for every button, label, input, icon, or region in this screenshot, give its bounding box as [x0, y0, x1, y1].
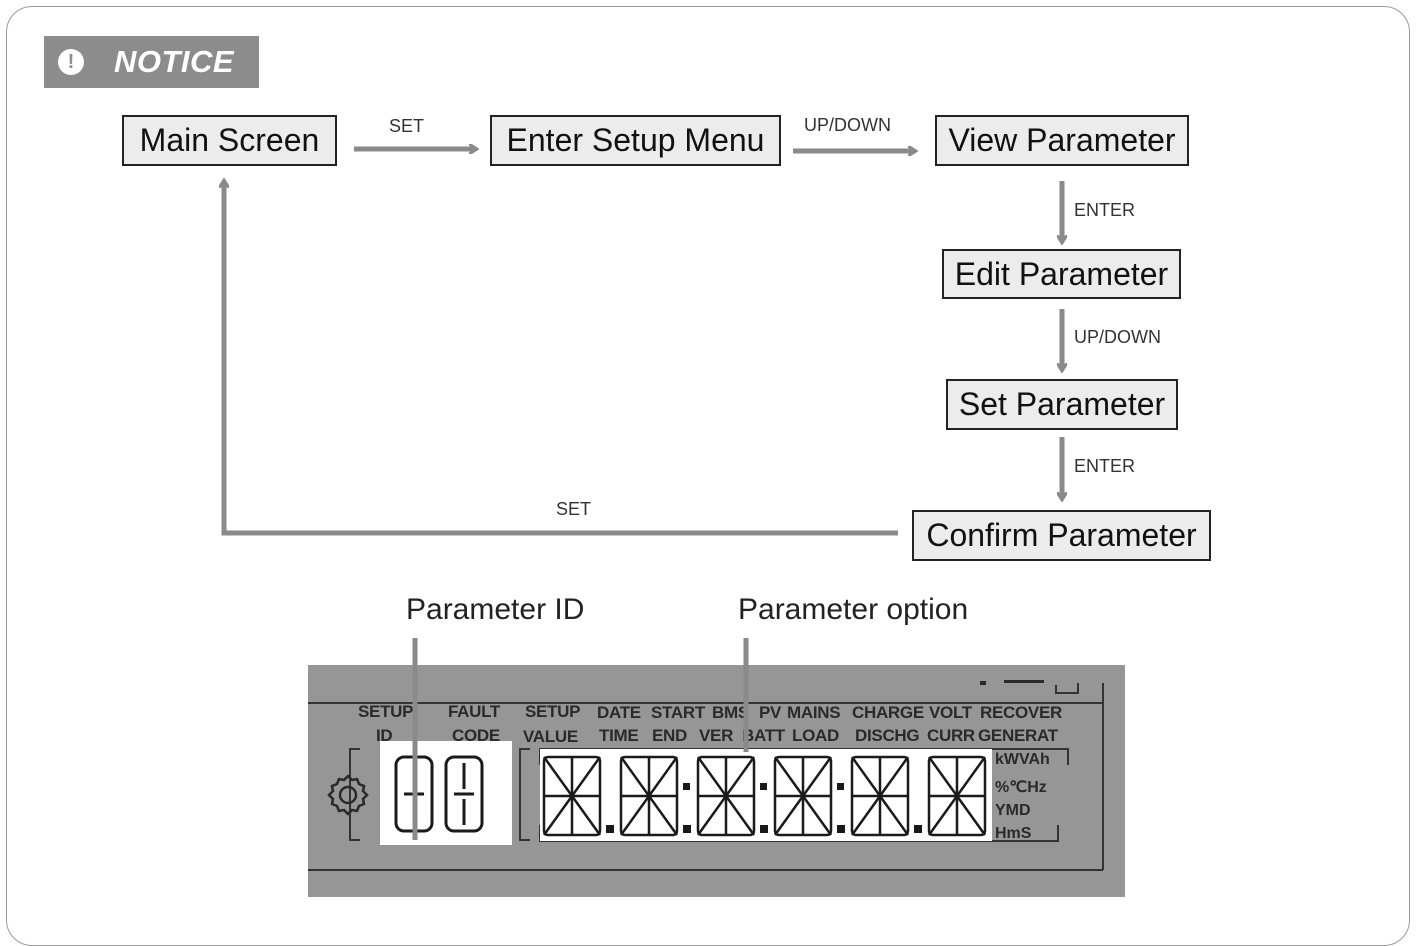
edge-label-enter-2: ENTER	[1074, 456, 1136, 476]
lcd-label: DISCHG	[855, 726, 920, 745]
lcd-label: CHARGE	[852, 703, 924, 722]
lcd-label: VALUE	[523, 727, 578, 746]
edge-label-updown: UP/DOWN	[804, 115, 891, 135]
lcd-label: RECOVER	[980, 703, 1062, 722]
lcd-label: SETUP	[358, 702, 414, 721]
lcd-label: ID	[376, 726, 393, 745]
edit-parameter-box: Edit Parameter	[942, 249, 1181, 299]
lcd-label: PV	[759, 703, 782, 722]
lcd-label: CODE	[452, 726, 500, 745]
edge-label-updown-2: UP/DOWN	[1074, 327, 1161, 347]
notice-banner: ! NOTICE	[44, 36, 259, 88]
confirm-parameter-box: Confirm Parameter	[912, 510, 1211, 561]
lcd-unit: %℃Hz	[995, 779, 1047, 796]
enter-setup-menu-box: Enter Setup Menu	[490, 115, 781, 166]
lcd-unit: kWVAh	[995, 751, 1050, 768]
lcd-label: BMS	[712, 703, 749, 722]
lcd-label: VOLT	[929, 703, 972, 722]
lcd-label: BATT	[742, 726, 785, 745]
lcd-label: LOAD	[792, 726, 839, 745]
lcd-label: GENERAT	[978, 726, 1058, 745]
callout-parameter-id: Parameter ID	[406, 593, 585, 626]
lcd-label: START	[651, 703, 705, 722]
lcd-label: END	[652, 726, 687, 745]
lcd-label: TIME	[599, 726, 639, 745]
edge-label-set: SET	[389, 116, 425, 136]
lcd-top-marks	[980, 680, 1044, 685]
lcd-unit: HmS	[995, 825, 1032, 842]
lcd-unit: YMD	[995, 802, 1031, 819]
lcd-label: MAINS	[787, 703, 841, 722]
lcd-label: SETUP	[525, 702, 581, 721]
gear-icon	[327, 774, 369, 816]
exclamation-icon: !	[58, 49, 84, 75]
lcd-label: DATE	[597, 703, 641, 722]
lcd-label: VER	[699, 726, 734, 745]
main-screen-box: Main Screen	[122, 115, 337, 166]
notice-title: NOTICE	[114, 44, 235, 79]
parameter-option-digits	[542, 755, 987, 837]
lcd-decimal-points	[606, 783, 922, 833]
edge-label-set-return: SET	[556, 499, 592, 519]
edge-label-enter: ENTER	[1074, 200, 1136, 220]
lcd-label: CURR	[927, 726, 975, 745]
arrow-set-return	[224, 182, 898, 536]
set-parameter-box: Set Parameter	[946, 379, 1178, 430]
callout-parameter-option: Parameter option	[738, 593, 969, 626]
view-parameter-box: View Parameter	[935, 115, 1189, 166]
lcd-label: FAULT	[448, 702, 501, 721]
